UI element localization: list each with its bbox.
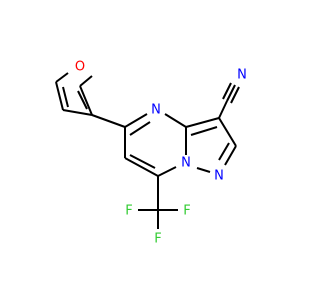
bond-c5-n4: [124, 113, 148, 128]
bond-c2-n1-double: [218, 142, 230, 161]
atom-label-furan-oxygen: O: [75, 60, 85, 75]
bond-nitrile-c-c: [218, 100, 228, 119]
bond-furan-o-c5: [55, 72, 69, 83]
bond-c5-n4-double: [129, 121, 151, 136]
atom-label-fluorine-left: F: [125, 204, 132, 219]
atom-label-layer: O N N N N F F F: [75, 60, 247, 247]
atom-label-pyrazole-nitrogen: N: [214, 169, 224, 184]
bond-furan-c3-c2-double: [77, 90, 88, 110]
bond-c3-c2: [218, 117, 237, 147]
bond-n4-c3a: [164, 113, 187, 128]
bond-c7-c6-double: [129, 154, 156, 169]
bond-nitrile-triple-c: [222, 82, 232, 100]
atom-label-pyrimidine-nitrogen: N: [151, 103, 161, 118]
bond-layer: [55, 72, 240, 229]
atom-label-bridgehead-nitrogen: N: [181, 156, 191, 171]
bond-furan-c5-c4: [55, 81, 64, 111]
bond-c3a-c3-double: [190, 126, 218, 136]
bond-nitrile-triple-a: [226, 84, 236, 102]
bond-c3a-c3: [185, 117, 220, 128]
bond-furan-c3-c5: [91, 114, 126, 128]
atom-label-fluorine-right: F: [183, 204, 190, 219]
bond-n8-c7: [157, 166, 177, 177]
atom-label-fluorine-bottom: F: [154, 232, 161, 247]
bond-n1-n8: [196, 167, 211, 173]
molecule-structure: O N N N N F F F: [55, 60, 247, 247]
bond-c2-n1: [224, 145, 237, 166]
bond-nitrile-triple-b: [230, 86, 240, 104]
atom-label-nitrile-nitrogen: N: [237, 68, 247, 83]
bond-furan-c5-c4-double: [62, 86, 69, 108]
bond-furan-c3-c2: [79, 85, 93, 116]
bond-c7-c6: [124, 157, 159, 177]
bond-furan-c2-o: [79, 75, 93, 87]
bond-furan-c4-c3: [62, 109, 93, 116]
